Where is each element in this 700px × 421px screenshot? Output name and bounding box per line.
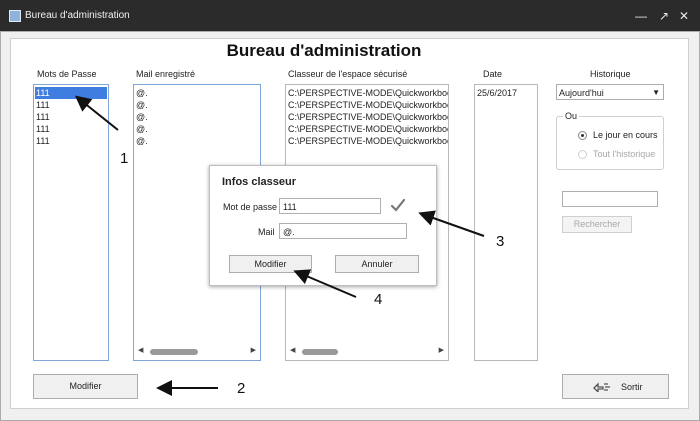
search-button[interactable]: Rechercher — [562, 216, 632, 233]
list-item[interactable]: 111 — [36, 124, 50, 134]
list-item[interactable]: 111 — [36, 100, 50, 110]
scroll-left-icon[interactable]: ◀ — [138, 347, 144, 354]
search-input[interactable] — [562, 191, 658, 207]
scroll-right-icon[interactable]: ▶ — [250, 347, 256, 354]
page-title: Bureau d'administration — [226, 41, 422, 60]
title-bar: Bureau d'administration — ↗ ✕ — [0, 0, 700, 31]
list-item[interactable]: 111 — [36, 136, 50, 146]
scroll-right-icon[interactable]: ▶ — [438, 347, 444, 354]
list-item[interactable]: 25/6/2017 — [477, 88, 518, 98]
radio-all-label[interactable]: Tout l'historique — [593, 149, 656, 159]
history-header: Historique — [590, 69, 631, 79]
minimize-icon[interactable]: — — [635, 9, 647, 23]
list-item[interactable]: C:\PERSPECTIVE-MODE\Quickworkbook — [288, 112, 448, 122]
exit-icon — [593, 382, 610, 392]
dialog-cancel-button[interactable]: Annuler — [335, 255, 419, 273]
list-item[interactable]: @. — [136, 136, 148, 146]
scroll-left-icon[interactable]: ◀ — [290, 347, 296, 354]
history-group — [556, 116, 664, 170]
binder-header: Classeur de l'espace sécurisé — [288, 69, 408, 79]
dialog-password-input[interactable]: 111 — [279, 198, 381, 214]
annotation-4: 4 — [374, 291, 383, 308]
list-item[interactable]: C:\PERSPECTIVE-MODE\Quickworkbook — [288, 124, 448, 134]
emails-header: Mail enregistré — [136, 69, 196, 79]
list-item[interactable]: C:\PERSPECTIVE-MODE\Quickworkbook — [288, 100, 448, 110]
close-icon[interactable]: ✕ — [678, 9, 690, 23]
list-item[interactable]: @. — [136, 112, 148, 122]
dialog-mail-value: @. — [283, 227, 295, 237]
dialog-password-label: Mot de passe — [223, 202, 278, 212]
list-item[interactable]: C:\PERSPECTIVE-MODE\Quickworkbook — [288, 88, 448, 98]
exit-button-label: Sortir — [621, 382, 643, 392]
radio-all[interactable] — [578, 150, 587, 159]
dialog-title: Infos classeur — [222, 176, 296, 188]
app-icon — [9, 10, 21, 22]
dialog-mail-input[interactable]: @. — [279, 223, 407, 239]
passwords-list[interactable]: 111 111 111 111 111 — [33, 84, 109, 361]
scroll-thumb[interactable] — [150, 349, 198, 355]
scroll-thumb[interactable] — [302, 349, 338, 355]
dialog-mail-label: Mail — [258, 227, 275, 237]
window-title: Bureau d'administration — [25, 10, 130, 21]
radio-dot — [581, 134, 584, 137]
infos-dialog: Infos classeur Mot de passe 111 Mail @. … — [209, 165, 437, 286]
modify-button[interactable]: Modifier — [33, 374, 138, 399]
chevron-down-icon[interactable]: ▼ — [652, 88, 660, 97]
restore-icon[interactable]: ↗ — [658, 9, 670, 23]
list-item[interactable]: C:\PERSPECTIVE-MODE\Quickworkbook — [288, 136, 448, 146]
history-group-label: Ou — [563, 111, 580, 121]
radio-today[interactable] — [578, 131, 587, 140]
date-list[interactable]: 25/6/2017 — [474, 84, 538, 361]
list-item[interactable]: @. — [136, 124, 148, 134]
dialog-password-value: 111 — [283, 202, 297, 212]
checkmark-icon — [390, 198, 406, 212]
annotation-2: 2 — [237, 380, 246, 397]
list-item[interactable]: 111 — [36, 112, 50, 122]
history-select[interactable]: Aujourd'hui ▼ — [556, 84, 664, 100]
emails-scrollbar[interactable]: ◀ ▶ — [138, 347, 256, 356]
annotation-arrow-3 — [418, 210, 485, 237]
passwords-header: Mots de Passe — [37, 69, 97, 79]
exit-button[interactable]: Sortir — [562, 374, 669, 399]
annotation-3: 3 — [496, 233, 505, 250]
history-select-value: Aujourd'hui — [559, 88, 604, 98]
list-item[interactable]: @. — [136, 100, 148, 110]
annotation-arrow-1 — [74, 95, 119, 131]
date-header: Date — [483, 69, 503, 79]
dialog-modify-button[interactable]: Modifier — [229, 255, 312, 273]
list-item[interactable]: @. — [136, 88, 148, 98]
binder-scrollbar[interactable]: ◀ ▶ — [290, 347, 444, 356]
radio-today-label[interactable]: Le jour en cours — [593, 130, 658, 140]
annotation-1: 1 — [120, 150, 129, 167]
annotation-arrow-4 — [293, 269, 357, 298]
